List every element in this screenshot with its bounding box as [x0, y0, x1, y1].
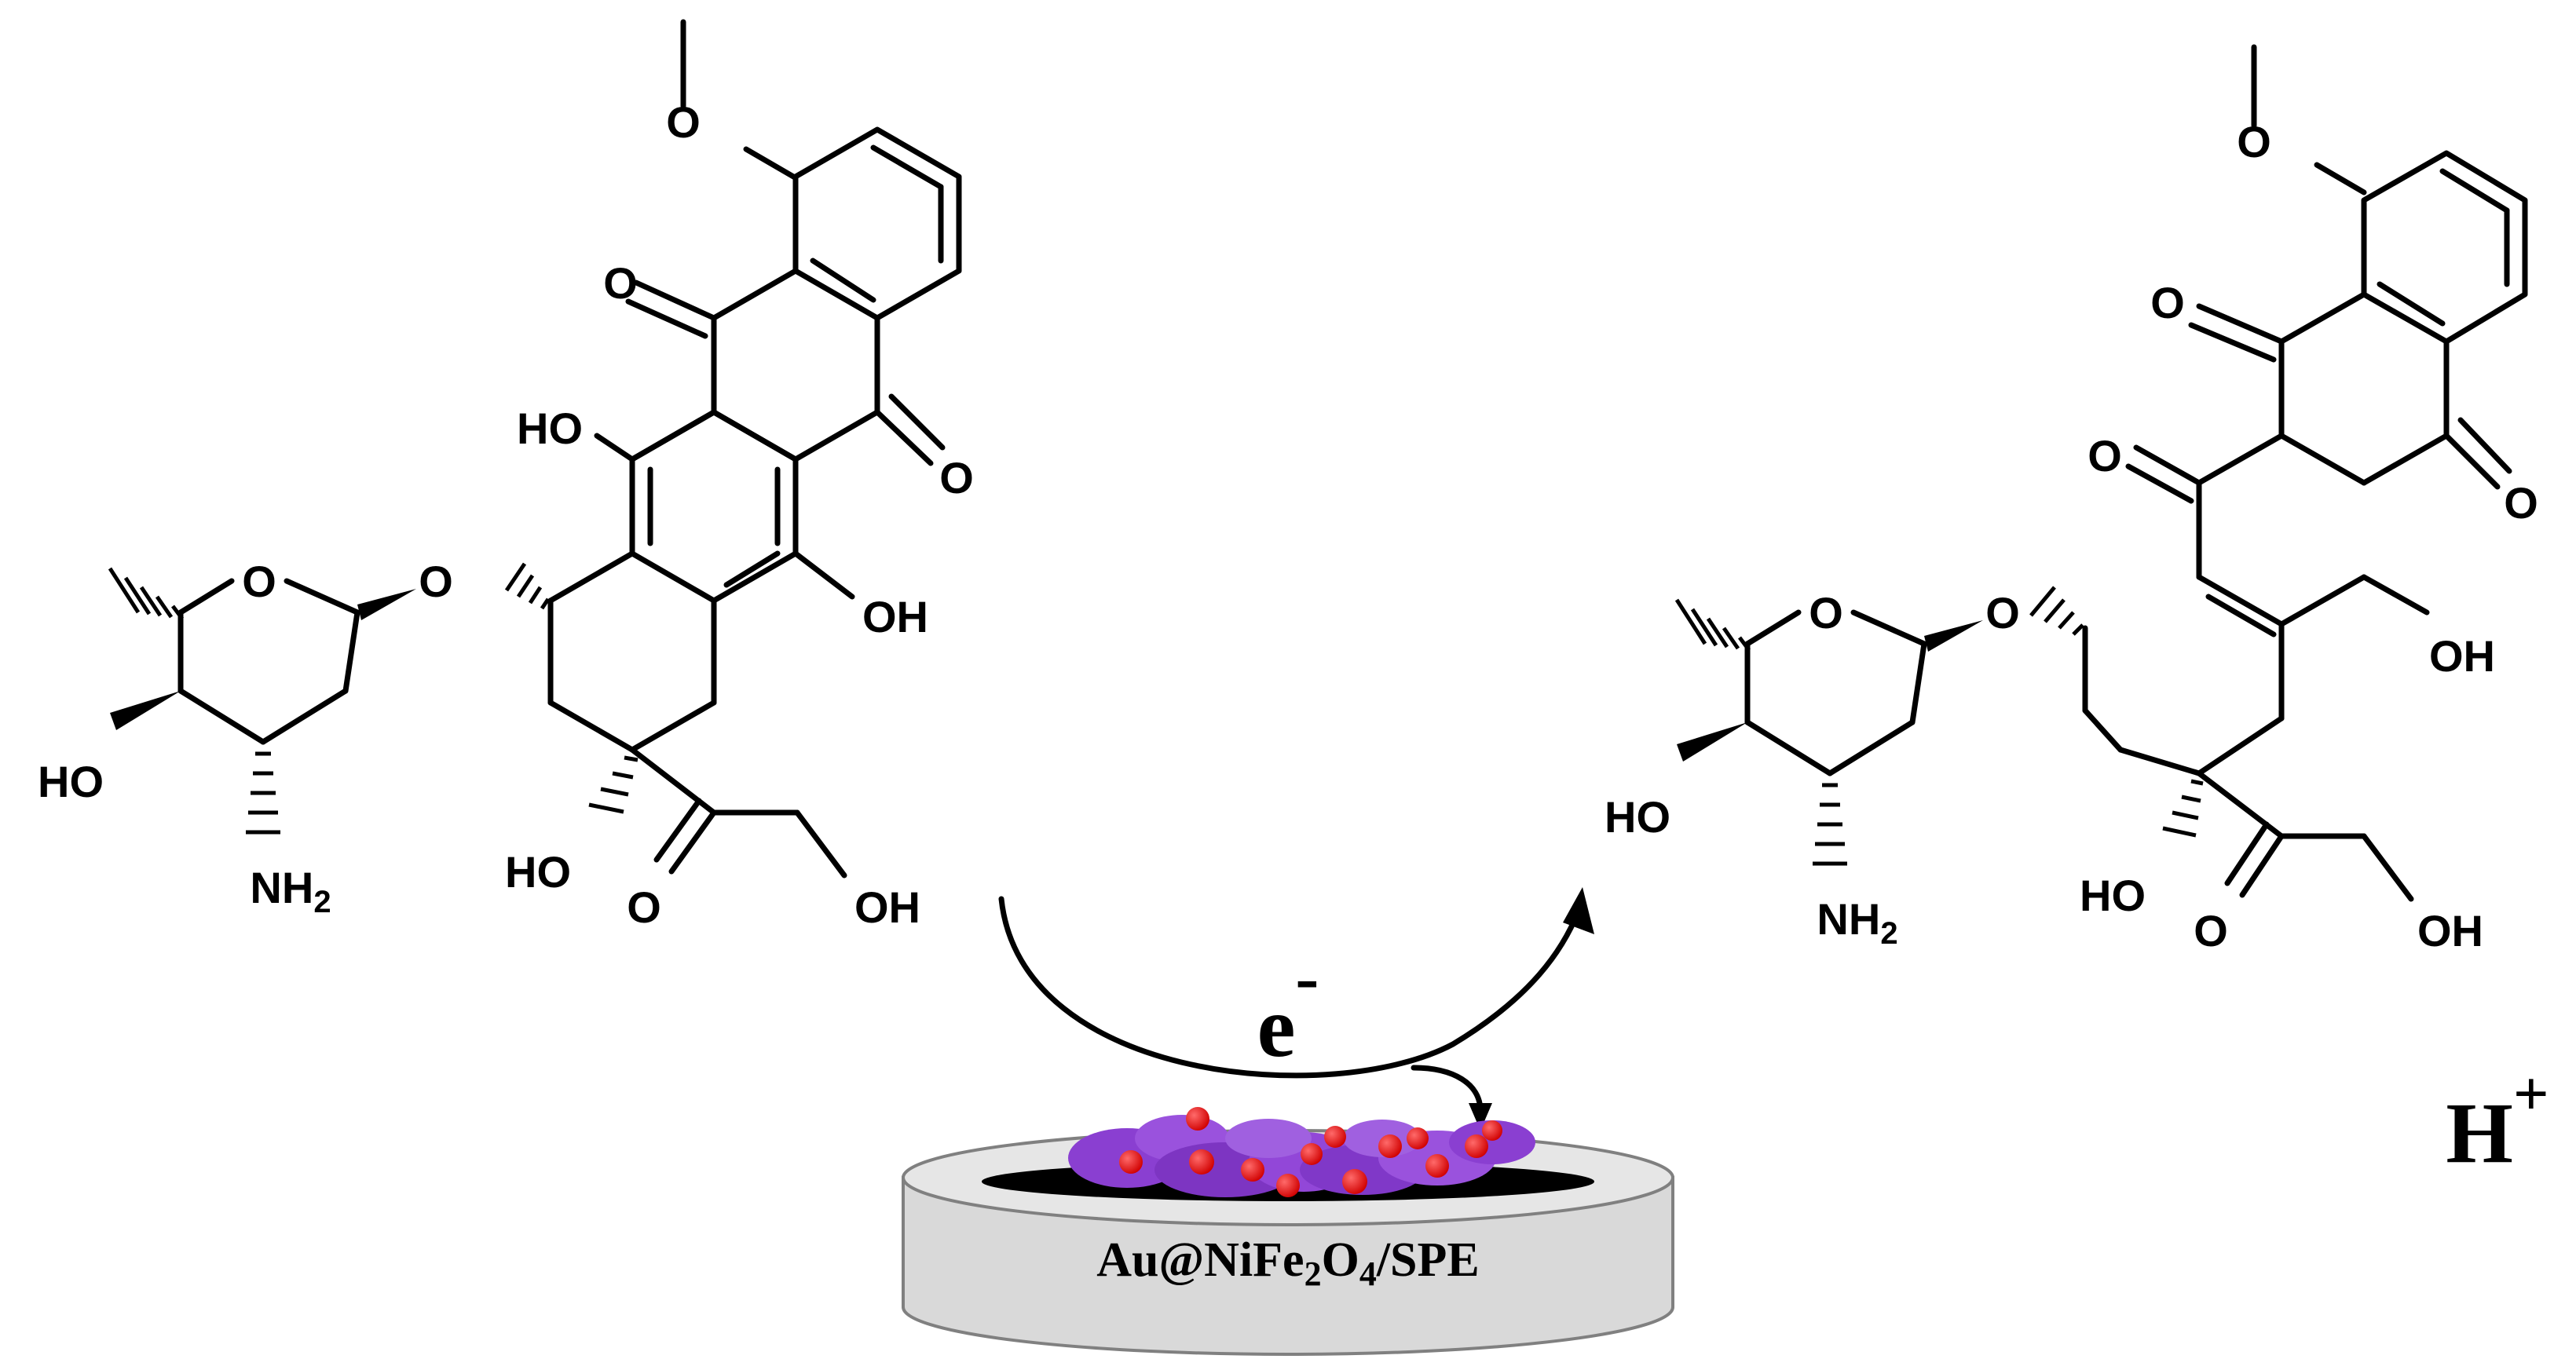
atom-methoxy-o: O: [666, 97, 701, 147]
reaction-arrowhead: [1563, 887, 1594, 934]
atom-glycosidic-o-product: O: [1985, 588, 2020, 637]
atom-methoxy-o-product: O: [2237, 117, 2271, 166]
label-part-3: O: [1322, 1233, 1359, 1287]
atom-keto-o-1: O: [2150, 278, 2185, 327]
atom-sugar-ring-o: O: [242, 557, 276, 606]
atom-sugar-ho: HO: [38, 757, 104, 806]
electron-transfer-arrowhead: [1469, 1103, 1492, 1131]
atom-quinone-o-top: O: [603, 258, 638, 308]
nh2-subscript-product: 2: [1880, 916, 1897, 951]
reaction-arrow: [998, 896, 1582, 1079]
atom-sugar-nh2-product: NH2: [1817, 894, 1897, 951]
atom-sugar-ring-o-product: O: [1809, 588, 1843, 637]
reactant-structure: [108, 19, 962, 879]
label-part-5: /SPE: [1376, 1233, 1480, 1287]
atom-glycosidic-o: O: [419, 557, 453, 606]
atom-side-o: O: [627, 882, 661, 932]
nh2-base: NH: [250, 863, 313, 912]
electron-base: e: [1257, 979, 1296, 1075]
electrode-label: Au@NiFe2O4/SPE: [1096, 1233, 1480, 1293]
proton-base: H: [2446, 1085, 2513, 1181]
proton-label: H+: [2446, 1060, 2549, 1181]
atom-ring-ho: HO: [505, 847, 571, 897]
atom-quinone-o-right: O: [939, 453, 974, 502]
atom-sugar-nh2: NH2: [250, 863, 331, 919]
product-structure: [1674, 44, 2528, 902]
atom-vinyl-oh: OH: [2429, 631, 2495, 681]
atom-keto-o-3: O: [2088, 431, 2122, 480]
electron-label: e-: [1257, 939, 1319, 1075]
electrode: Au@NiFe2O4/SPE: [902, 1107, 1674, 1356]
atom-side-oh: OH: [854, 882, 920, 932]
hashed-bond: [504, 562, 551, 610]
atom-side-o-product: O: [2194, 906, 2228, 955]
nh2-base-product: NH: [1817, 894, 1880, 944]
atom-sugar-ho-product: HO: [1605, 792, 1670, 842]
label-part-1: Au@NiFe: [1096, 1233, 1304, 1287]
atom-oh-right: OH: [862, 592, 928, 641]
electron-transfer-arrow: [1411, 1065, 1484, 1114]
electrode-body: [902, 1176, 1674, 1356]
label-part-2: 2: [1304, 1255, 1322, 1293]
atom-ho-left: HO: [517, 404, 583, 453]
atom-chain-ho: HO: [2080, 871, 2146, 920]
electron-sup: -: [1295, 939, 1319, 1017]
nh2-subscript: 2: [313, 885, 331, 919]
nanocomposite-layer: [1068, 1107, 1535, 1197]
atom-keto-o-2: O: [2504, 478, 2538, 528]
label-part-4: 4: [1359, 1255, 1377, 1293]
atom-side-oh-product: OH: [2417, 906, 2483, 955]
proton-sup: +: [2513, 1060, 2549, 1129]
